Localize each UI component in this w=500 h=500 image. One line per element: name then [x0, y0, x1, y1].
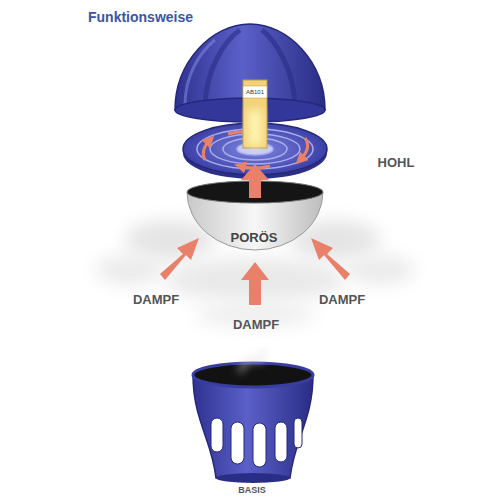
- base-cup: [193, 350, 313, 483]
- part-label: BASIS: [238, 485, 266, 495]
- vapour-cloud: [95, 220, 415, 327]
- part-label: PORÖS: [231, 231, 278, 246]
- diagram-title: Funktionsweise: [88, 9, 193, 25]
- flow-arrow: [160, 164, 350, 305]
- vapour-label: DAMPF: [133, 293, 179, 308]
- indicator-strip: [243, 80, 267, 148]
- vapour-label: DAMPF: [319, 293, 365, 308]
- strip-code: AB101: [246, 89, 264, 96]
- part-label: HOHL: [378, 156, 415, 171]
- vapour-label: DAMPF: [233, 318, 279, 333]
